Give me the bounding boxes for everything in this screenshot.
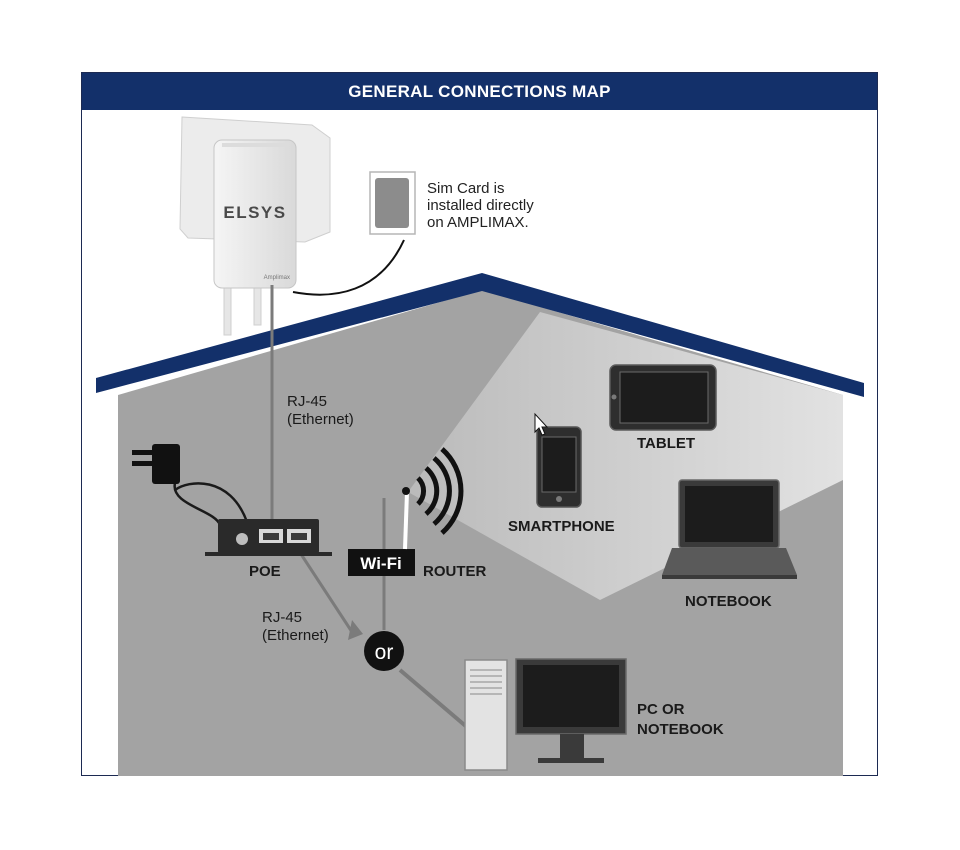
pc-or-notebook-label: PC OR NOTEBOOK	[637, 700, 724, 740]
sim-note-line3: on AMPLIMAX.	[427, 214, 529, 231]
rj45-bottom-label: RJ-45 (Ethernet)	[262, 609, 329, 645]
sim-note-line1: Sim Card is	[427, 180, 505, 197]
smartphone-label: SMARTPHONE	[508, 518, 615, 535]
rj45-top-label: RJ-45 (Ethernet)	[287, 393, 354, 429]
pc-label-line2: NOTEBOOK	[637, 721, 724, 738]
or-label: or	[375, 641, 394, 664]
router-icon: Wi-Fi	[348, 491, 415, 576]
sim-card-note: Sim Card is installed directly on AMPLIM…	[427, 180, 534, 231]
or-badge: or	[364, 631, 404, 671]
monitor-icon	[515, 658, 627, 763]
rj45-bottom-line2: (Ethernet)	[262, 627, 329, 644]
notebook-icon	[662, 479, 797, 579]
mouse-cursor-icon	[534, 412, 549, 436]
diagram-title: GENERAL CONNECTIONS MAP	[348, 81, 611, 101]
title-bar: GENERAL CONNECTIONS MAP	[82, 73, 877, 110]
power-plug-icon	[132, 444, 180, 484]
tablet-icon	[609, 364, 717, 431]
poe-injector-icon	[205, 519, 332, 556]
wifi-label: Wi-Fi	[360, 554, 401, 573]
notebook-label: NOTEBOOK	[685, 593, 772, 610]
router-label: ROUTER	[423, 563, 487, 580]
sim-note-line2: installed directly	[427, 197, 534, 214]
sim-card-icon	[292, 171, 416, 296]
antenna-unit-icon: ELSYS Amplimax	[179, 116, 331, 336]
smartphone-icon	[536, 426, 582, 508]
antenna-model: Amplimax	[264, 275, 290, 281]
wifi-signal-icon	[402, 447, 464, 535]
antenna-brand: ELSYS	[223, 203, 286, 222]
pc-label-line1: PC OR	[637, 701, 685, 718]
rj45-top-line2: (Ethernet)	[287, 411, 354, 428]
poe-label: POE	[249, 563, 281, 580]
rj45-bottom-line1: RJ-45	[262, 609, 303, 626]
pc-tower-icon	[464, 659, 508, 771]
tablet-label: TABLET	[637, 435, 696, 452]
rj45-top-line1: RJ-45	[287, 393, 328, 410]
